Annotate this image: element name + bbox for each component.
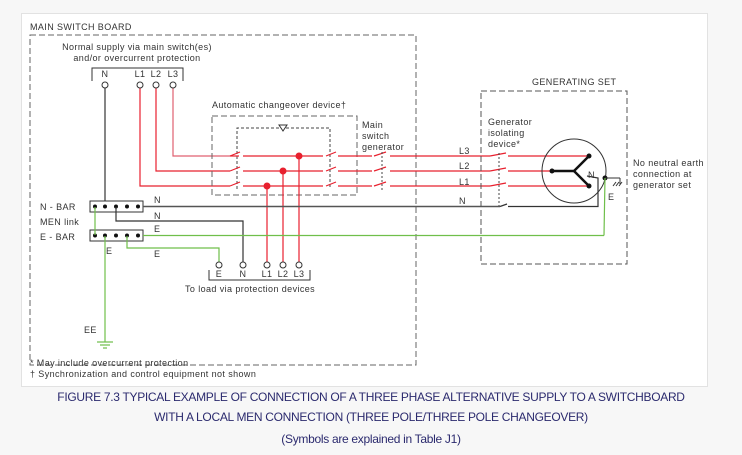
figure-caption-line-1: FIGURE 7.3 TYPICAL EXAMPLE OF CONNECTION…: [57, 390, 685, 404]
load-l1-label: L1: [262, 269, 273, 279]
footnote-1: * May include overcurrent protection: [30, 358, 188, 368]
load-label: To load via protection devices: [185, 284, 315, 294]
gen-iso-switch-l2: [489, 167, 507, 172]
main-switchboard-border: [29, 34, 417, 366]
figure-caption-line-3: (Symbols are explained in Table J1): [281, 432, 461, 446]
supply-l2-wire: [155, 88, 230, 172]
gen-earth-label: E: [608, 192, 614, 202]
supply-l1-wire: [139, 88, 230, 187]
main-switch-label-3: generator: [362, 142, 404, 152]
load-neutral-wire: [115, 207, 244, 262]
men-link-label: MEN link: [40, 217, 79, 227]
supply-terminal-n-label: N: [102, 69, 109, 79]
n-bar-stud: [114, 204, 118, 209]
e-bar-stud: [125, 233, 129, 238]
load-earth-wire: [126, 236, 220, 262]
load-n-label: N: [240, 269, 247, 279]
supply-terminal-l3: [169, 81, 177, 89]
changeover-label: Automatic changeover device†: [212, 100, 346, 110]
normal-supply-label-1: Normal supply via main switch(es): [62, 42, 212, 52]
e-bar-stud: [114, 233, 118, 238]
neutral-label-2: N: [154, 211, 161, 221]
actuator-icon: [278, 124, 288, 132]
load-bracket: [208, 270, 311, 281]
load-terminal-l1: [263, 261, 271, 269]
earth-label-1: E: [154, 224, 160, 234]
load-l3-label: L3: [294, 269, 305, 279]
neutral-label-1: N: [154, 195, 161, 205]
e-bar-stud: [136, 233, 140, 238]
winding-terminal: [586, 183, 592, 189]
gen-isolating-label-2: isolating: [488, 128, 525, 138]
frame-earth-icon: [612, 178, 623, 187]
load-terminal-n: [239, 261, 247, 269]
e-bar-label: E - BAR: [40, 232, 75, 242]
supply-terminal-l3-label: L3: [168, 69, 179, 79]
generating-set-title: GENERATING SET: [532, 77, 617, 87]
gen-iso-switch-l1: [489, 182, 507, 187]
supply-terminal-n: [101, 81, 109, 89]
earth-electrode-label: EE: [84, 325, 97, 335]
winding-terminal: [586, 153, 592, 159]
generating-set-border: [480, 90, 628, 265]
load-terminal-l2: [279, 261, 287, 269]
n-bar-stud: [93, 204, 97, 209]
earth-label-3: E: [106, 246, 112, 256]
gen-isolating-label-1: Generator: [488, 117, 532, 127]
figure-caption-line-2: WITH A LOCAL MEN CONNECTION (THREE POLE/…: [154, 410, 588, 424]
n-bar-label: N - BAR: [40, 202, 76, 212]
l3-switch-2: [325, 151, 337, 157]
main-switch-label-1: Main: [362, 120, 383, 130]
load-terminal-e: [215, 261, 223, 269]
gen-iso-switch-n: [499, 203, 508, 208]
l3-switch-3: [373, 151, 387, 157]
n-bar-stud: [136, 204, 140, 209]
winding-terminal: [549, 168, 555, 174]
l1-switch-1: [229, 181, 241, 187]
junction-l2: [279, 167, 287, 175]
supply-terminal-l2-label: L2: [151, 69, 162, 79]
gen-neutral-label: N: [588, 170, 595, 180]
supply-bracket: [91, 67, 184, 81]
main-switchboard-title: MAIN SWITCH BOARD: [30, 22, 132, 32]
junction-l3: [295, 152, 303, 160]
no-neutral-note-2: connection at: [633, 169, 692, 179]
star-winding-icon: [552, 155, 590, 187]
e-bar-stud: [93, 233, 97, 238]
no-neutral-note-3: generator set: [633, 180, 691, 190]
feeder-l1-label: L1: [459, 177, 470, 187]
feeder-l3-label: L3: [459, 146, 470, 156]
l2-switch-1: [229, 166, 241, 172]
l1-switch-3: [373, 181, 387, 187]
gen-iso-switch-l3: [489, 152, 507, 157]
l3-switch-1: [229, 151, 241, 157]
l2-switch-2: [325, 166, 337, 172]
junction-l1: [263, 182, 271, 190]
load-l2-label: L2: [278, 269, 289, 279]
footnote-2: † Synchronization and control equipment …: [30, 369, 256, 379]
no-neutral-note-1: No neutral earth: [633, 158, 704, 168]
generator-icon: [541, 138, 607, 204]
l1-switch-2: [325, 181, 337, 187]
load-terminal-l3: [295, 261, 303, 269]
load-e-label: E: [216, 269, 222, 279]
n-bar-stud: [125, 204, 129, 209]
supply-terminal-l1-label: L1: [135, 69, 146, 79]
supply-terminal-l1: [136, 81, 144, 89]
main-switch-label-2: switch: [362, 131, 389, 141]
feeder-l2-label: L2: [459, 161, 470, 171]
e-bar-stud: [103, 233, 107, 238]
feeder-n-label: N: [459, 196, 466, 206]
earth-symbol-icon: [97, 341, 113, 349]
gen-isolating-label-3: device*: [488, 139, 520, 149]
supply-terminal-l2: [152, 81, 160, 89]
normal-supply-label-2: and/or overcurrent protection: [73, 53, 200, 63]
earth-label-2: E: [154, 249, 160, 259]
supply-l3-wire: [172, 88, 230, 157]
n-bar-stud: [103, 204, 107, 209]
l2-switch-3: [373, 166, 387, 172]
figure-frame: [21, 13, 708, 387]
gen-earth-wire: [603, 177, 606, 236]
